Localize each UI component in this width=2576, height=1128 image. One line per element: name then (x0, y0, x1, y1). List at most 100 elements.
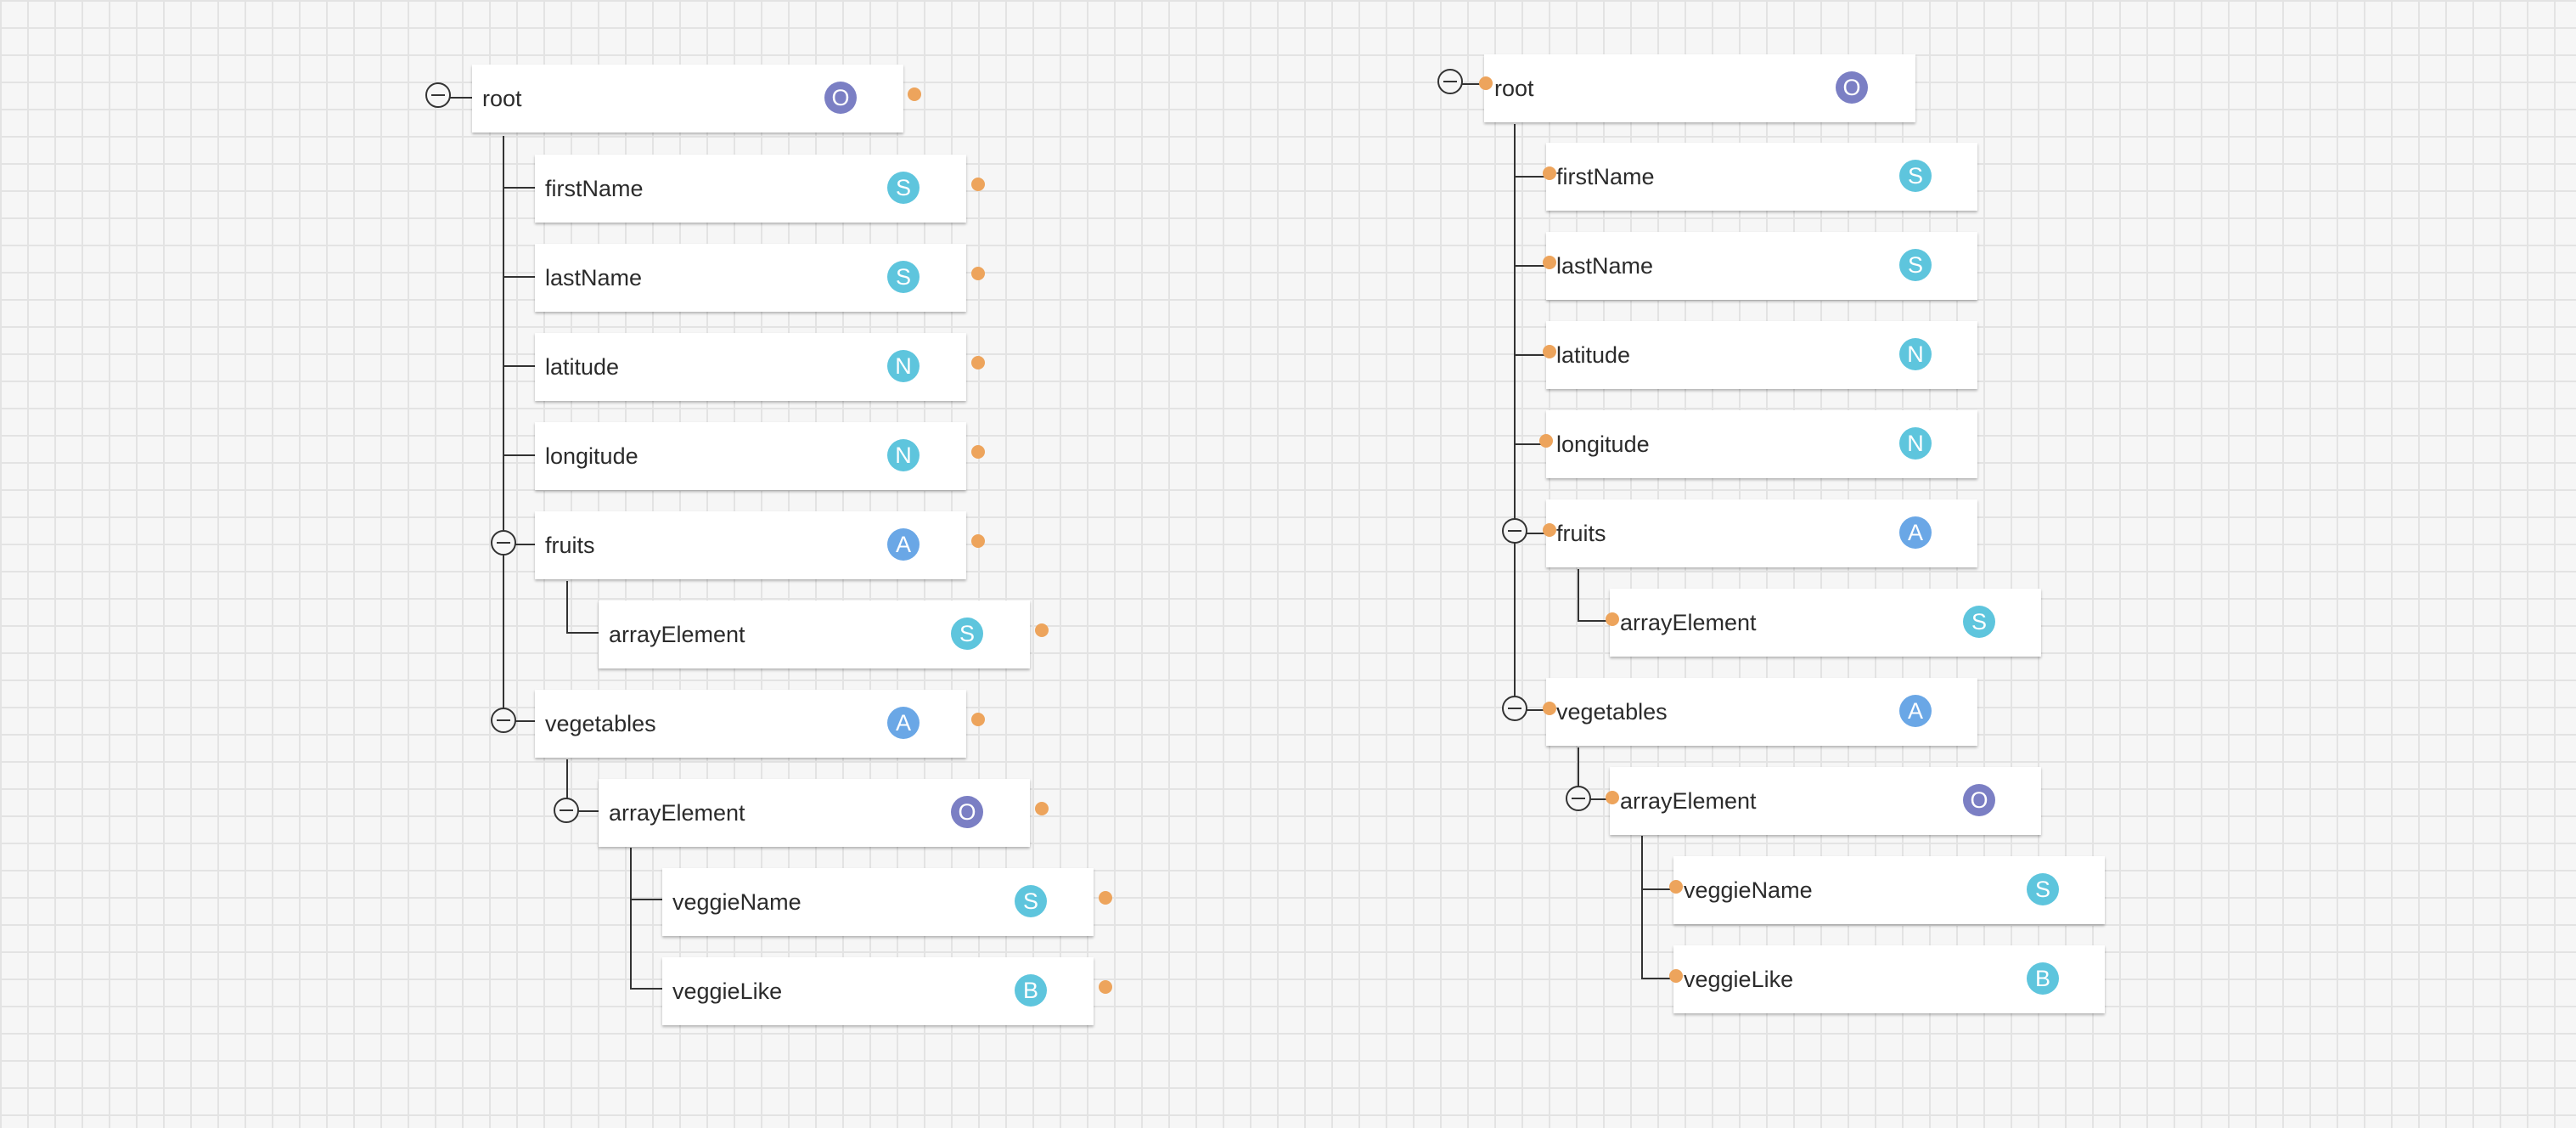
schema-node-root[interactable]: root O (1484, 54, 1915, 122)
schema-node-latitude[interactable]: latitude N (535, 333, 966, 401)
tree-connector (1514, 354, 1546, 356)
object-type-badge: O (1963, 784, 1995, 816)
collapse-toggle-fruits[interactable] (1502, 518, 1527, 544)
node-label: root (1494, 76, 1534, 101)
object-type-badge: O (1836, 71, 1868, 104)
string-type-badge: S (887, 261, 920, 293)
input-port[interactable] (1479, 76, 1493, 90)
tree-connector (566, 581, 568, 633)
schema-node-vegetables-array-element[interactable]: arrayElement O (599, 779, 1030, 847)
input-port[interactable] (1606, 612, 1619, 626)
tree-connector (503, 454, 535, 456)
schema-node-veggie-name[interactable]: veggieName S (662, 868, 1094, 936)
output-port[interactable] (1099, 891, 1112, 905)
output-port[interactable] (908, 87, 921, 101)
schema-node-longitude[interactable]: longitude N (1546, 410, 1977, 478)
collapse-toggle-fruits[interactable] (491, 530, 516, 556)
node-label: firstName (545, 176, 644, 201)
tree-connector (1589, 798, 1610, 800)
collapse-toggle-array-element[interactable] (554, 798, 579, 823)
schema-node-veggie-like[interactable]: veggieLike B (1673, 945, 2105, 1013)
tree-connector (1578, 747, 1579, 799)
output-port[interactable] (971, 713, 985, 726)
input-port[interactable] (1543, 166, 1556, 180)
output-port[interactable] (971, 267, 985, 280)
node-label: root (482, 86, 522, 111)
schema-node-vegetables[interactable]: vegetables A (535, 690, 966, 758)
tree-connector (1641, 978, 1673, 979)
node-label: veggieLike (1684, 967, 1794, 992)
schema-node-first-name[interactable]: firstName S (1546, 143, 1977, 211)
string-type-badge: S (1899, 249, 1932, 281)
node-label: fruits (1556, 521, 1606, 546)
schema-node-fruits[interactable]: fruits A (535, 511, 966, 579)
schema-node-first-name[interactable]: firstName S (535, 155, 966, 223)
string-type-badge: S (1899, 160, 1932, 192)
array-type-badge: A (887, 707, 920, 739)
node-label: longitude (545, 443, 638, 469)
output-port[interactable] (971, 178, 985, 191)
node-label: veggieLike (672, 979, 783, 1004)
node-label: lastName (1556, 253, 1654, 279)
input-port[interactable] (1543, 345, 1556, 358)
string-type-badge: S (2027, 873, 2059, 905)
collapse-toggle-array-element[interactable] (1566, 786, 1591, 811)
tree-connector (503, 136, 504, 720)
number-type-badge: N (1899, 427, 1932, 460)
schema-node-fruits[interactable]: fruits A (1546, 499, 1977, 567)
output-port[interactable] (971, 445, 985, 459)
tree-connector (1578, 569, 1579, 621)
schema-node-latitude[interactable]: latitude N (1546, 321, 1977, 389)
node-label: veggieName (1684, 877, 1813, 903)
schema-node-fruits-array-element[interactable]: arrayElement S (1610, 589, 2041, 657)
string-type-badge: S (1015, 885, 1047, 917)
tree-connector (1514, 443, 1546, 445)
string-type-badge: S (951, 618, 983, 650)
number-type-badge: N (1899, 338, 1932, 370)
tree-connector (1526, 533, 1546, 534)
string-type-badge: S (887, 172, 920, 204)
node-label: arrayElement (1620, 788, 1757, 814)
array-type-badge: A (1899, 516, 1932, 549)
input-port[interactable] (1606, 791, 1619, 804)
schema-node-veggie-like[interactable]: veggieLike B (662, 957, 1094, 1025)
tree-connector (1459, 83, 1484, 85)
input-port[interactable] (1669, 969, 1683, 983)
input-port[interactable] (1669, 880, 1683, 894)
output-port[interactable] (1099, 980, 1112, 994)
collapse-toggle-root[interactable] (1437, 69, 1463, 94)
tree-connector (1641, 888, 1673, 890)
tree-connector (630, 848, 632, 988)
tree-connector (503, 187, 535, 189)
tree-connector (1641, 836, 1643, 979)
node-label: veggieName (672, 889, 801, 915)
input-port[interactable] (1539, 434, 1553, 448)
output-port[interactable] (971, 534, 985, 548)
output-port[interactable] (1035, 623, 1049, 637)
tree-connector (503, 365, 535, 367)
schema-node-last-name[interactable]: lastName S (1546, 232, 1977, 300)
input-port[interactable] (1543, 702, 1556, 715)
collapse-toggle-vegetables[interactable] (491, 708, 516, 733)
schema-node-fruits-array-element[interactable]: arrayElement S (599, 601, 1030, 668)
input-port[interactable] (1543, 523, 1556, 537)
collapse-toggle-root[interactable] (425, 82, 451, 108)
schema-node-veggie-name[interactable]: veggieName S (1673, 856, 2105, 924)
collapse-toggle-vegetables[interactable] (1502, 696, 1527, 721)
array-type-badge: A (887, 528, 920, 561)
schema-node-vegetables-array-element[interactable]: arrayElement O (1610, 767, 2041, 835)
number-type-badge: N (887, 350, 920, 382)
input-port[interactable] (1543, 256, 1556, 269)
tree-connector (630, 899, 662, 900)
node-label: latitude (545, 354, 620, 380)
boolean-type-badge: B (2027, 962, 2059, 995)
node-label: arrayElement (609, 622, 745, 647)
output-port[interactable] (971, 356, 985, 369)
schema-node-root[interactable]: root O (472, 65, 903, 133)
tree-connector (566, 632, 599, 634)
schema-node-last-name[interactable]: lastName S (535, 244, 966, 312)
output-port[interactable] (1035, 802, 1049, 815)
schema-node-longitude[interactable]: longitude N (535, 422, 966, 490)
schema-node-vegetables[interactable]: vegetables A (1546, 678, 1977, 746)
node-label: firstName (1556, 164, 1655, 189)
